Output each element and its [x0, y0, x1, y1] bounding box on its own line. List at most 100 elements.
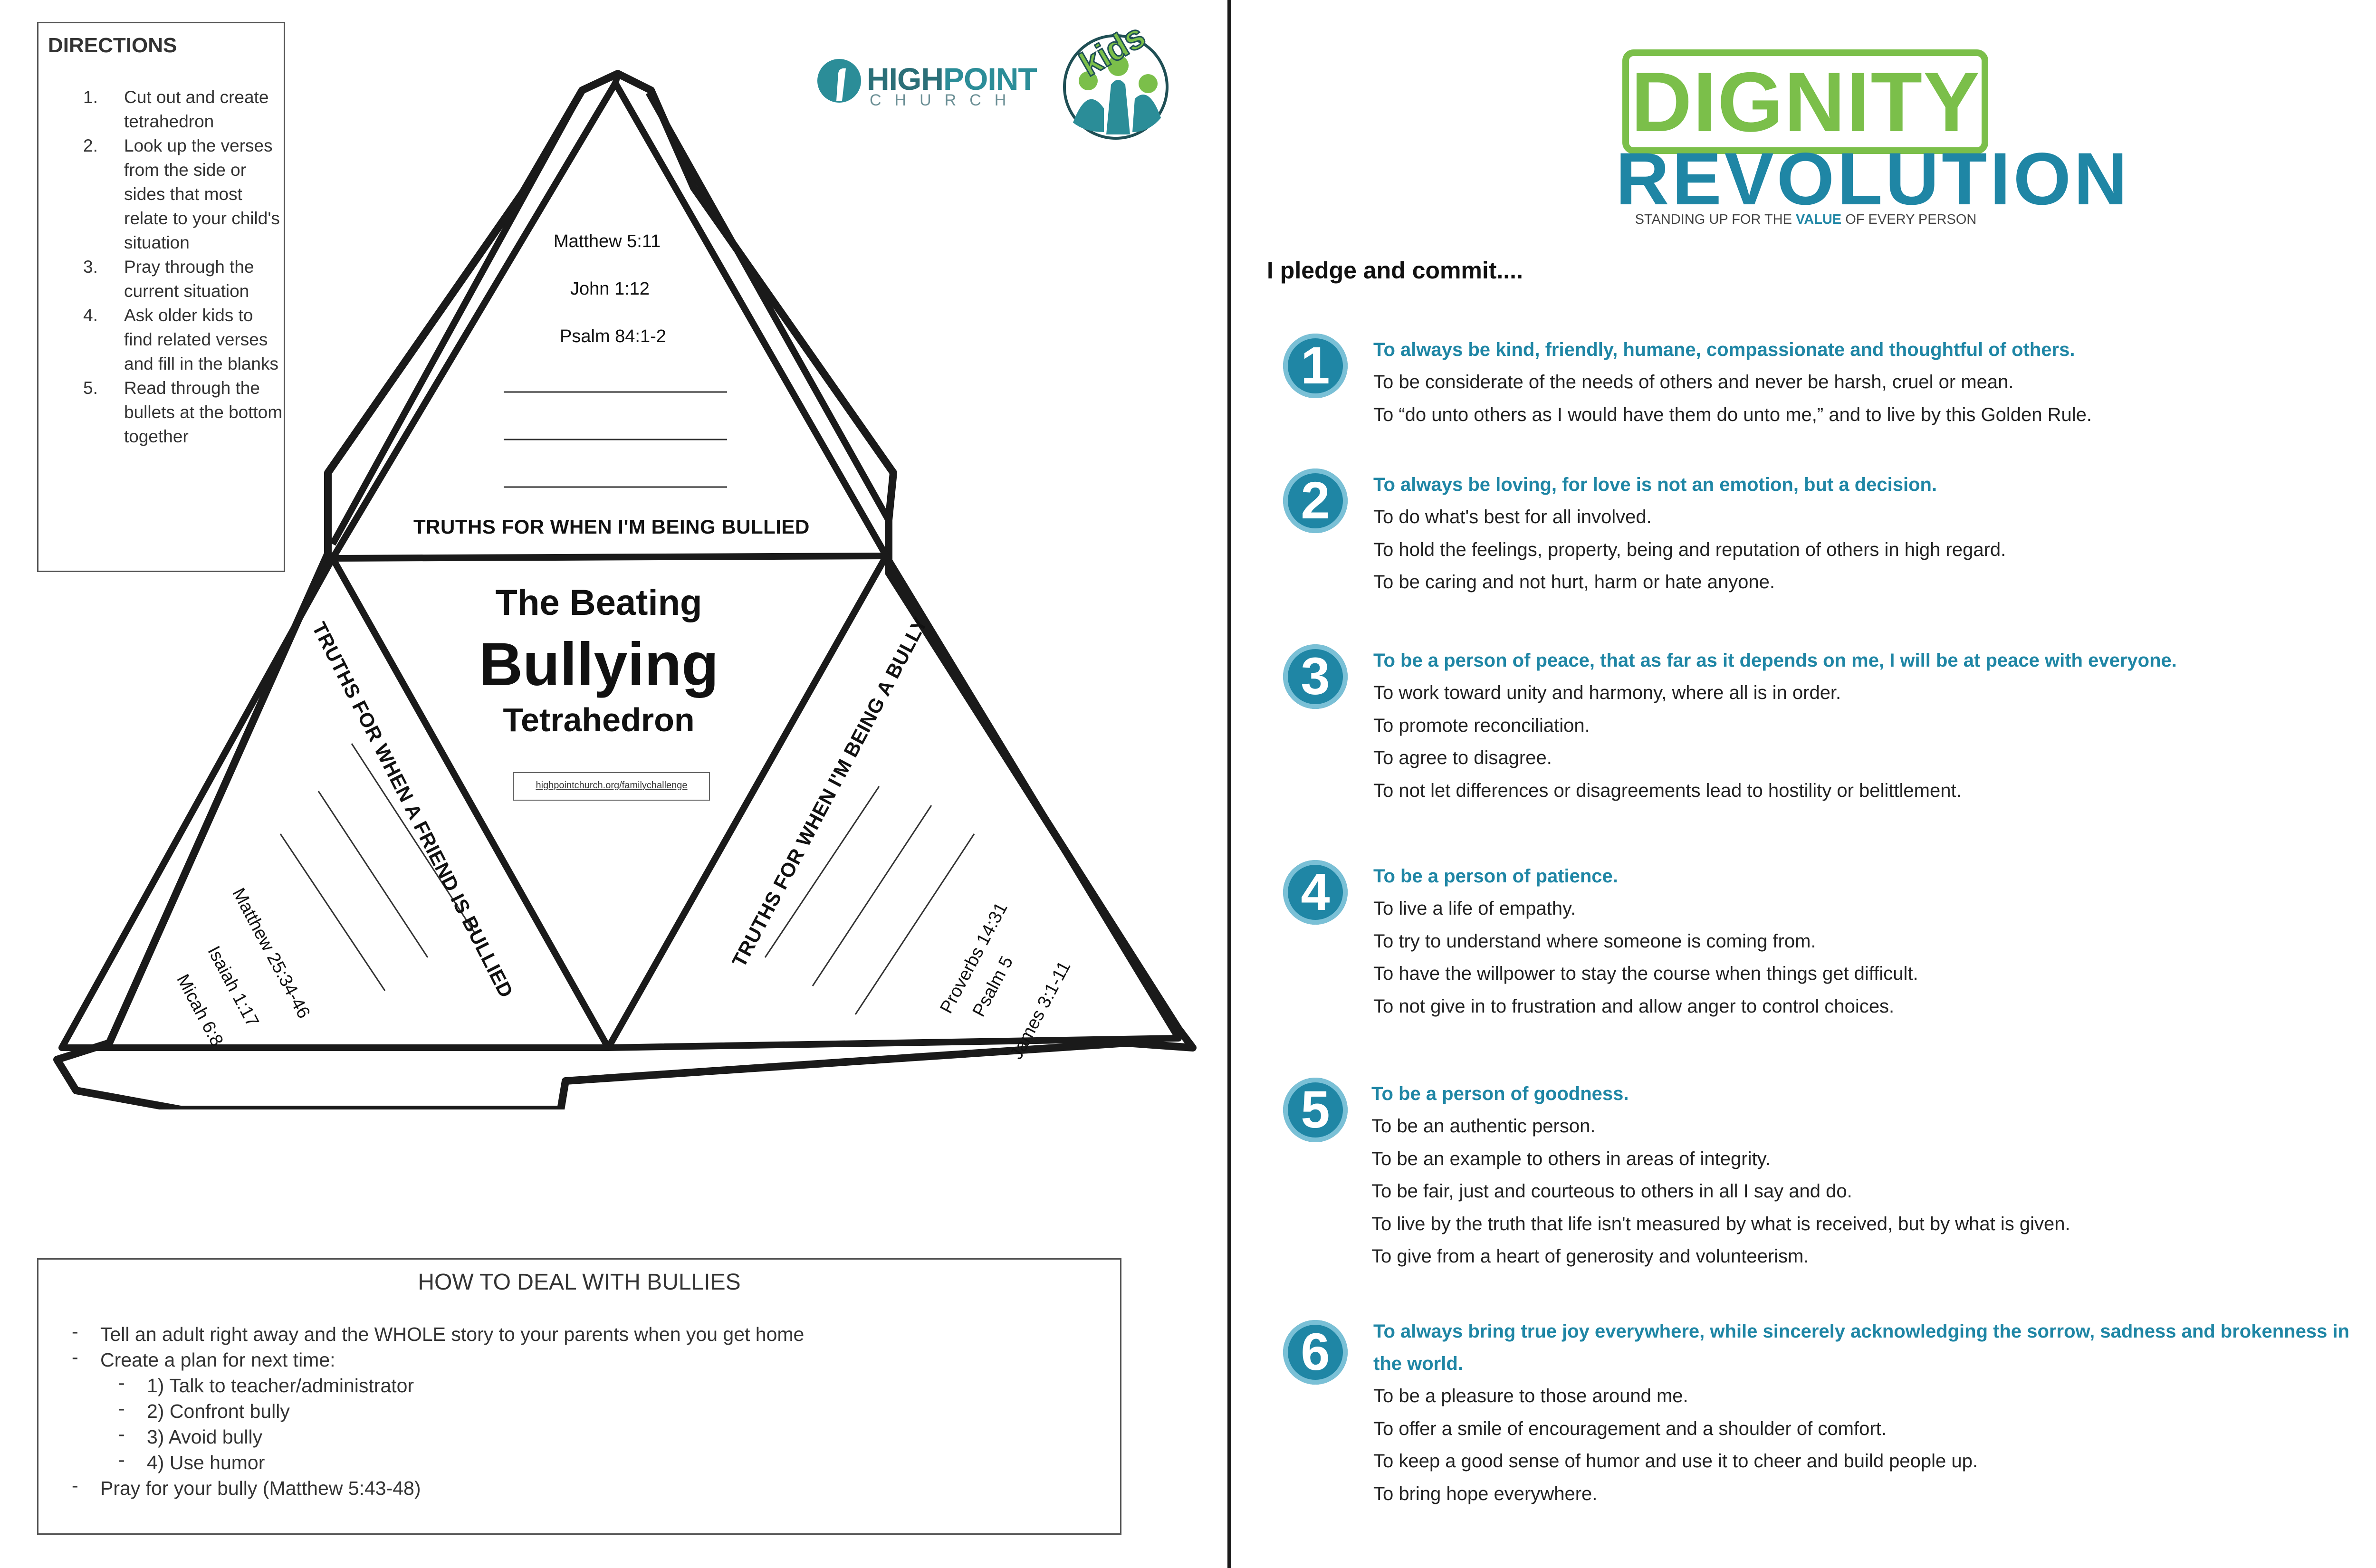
kids-badge-icon: kids — [1063, 16, 1169, 140]
pledge-line: To live a life of empathy. — [1373, 898, 1576, 919]
how-to-deal-title: HOW TO DEAL WITH BULLIES — [418, 1270, 741, 1295]
fold-triangle-top — [329, 80, 890, 562]
how-to-item-text: Create a plan for next time: — [100, 1349, 335, 1371]
pledge-text: To be a person of peace, that as far as … — [1373, 644, 2376, 807]
bullet-dash: - — [118, 1372, 125, 1394]
how-to-item: -Pray for your bully (Matthew 5:43-48) — [72, 1474, 1093, 1501]
pledge-number-badge: 1 — [1283, 334, 1348, 398]
pledge-line: To offer a smile of encouragement and a … — [1373, 1418, 1887, 1439]
pledge-line: To not give in to frustration and allow … — [1373, 995, 1895, 1017]
pledge-line: To promote reconciliation. — [1373, 715, 1590, 736]
kids-logo: kids — [1059, 16, 1173, 142]
how-to-item: -Create a plan for next time: — [72, 1346, 1093, 1373]
blank-line — [279, 833, 386, 991]
bullet-dash: - — [72, 1346, 78, 1368]
pledge-line: To do what's best for all involved. — [1373, 507, 1652, 527]
dignity-tagline: STANDING UP FOR THE VALUE OF EVERY PERSO… — [1616, 212, 1996, 228]
how-to-item-text: 3) Avoid bully — [147, 1426, 263, 1448]
center-title-line3: Tetrahedron — [503, 701, 695, 738]
revolution-word: REVOLUTION — [1616, 138, 2130, 220]
pledge-line: To keep a good sense of humor and use it… — [1373, 1451, 1978, 1472]
pledge-heading-line: To be a person of goodness. — [1371, 1083, 1629, 1104]
pledge-number-badge: 2 — [1283, 468, 1348, 533]
pledge-line: To be an authentic person. — [1371, 1116, 1596, 1137]
directions-item-number: 3. — [83, 257, 98, 277]
speech-bubble-frame — [1622, 49, 1988, 154]
blank-line — [812, 805, 932, 986]
tagline-pre: STANDING UP FOR THE — [1635, 212, 1796, 227]
outer-cut-line — [53, 70, 1197, 1109]
how-to-subitem: - 1) Talk to teacher/administrator — [118, 1372, 1093, 1398]
pledge-line: To hold the feelings, property, being an… — [1373, 539, 2006, 560]
directions-item-text: Ask older kids to find related verses an… — [124, 306, 278, 373]
dignity-revolution-logo: DIGNITY REVOLUTION STANDING UP FOR THE V… — [1616, 44, 2130, 234]
pledge-line: To live by the truth that life isn't mea… — [1371, 1213, 2070, 1234]
directions-item-number: 4. — [83, 306, 98, 325]
pledge-line: To agree to disagree. — [1373, 747, 1552, 768]
how-to-item-text: Pray for your bully (Matthew 5:43-48) — [100, 1477, 421, 1499]
how-to-deal-box: HOW TO DEAL WITH BULLIES -Tell an adult … — [37, 1258, 1121, 1535]
tetrahedron-outline — [53, 70, 1197, 1109]
directions-title: DIRECTIONS — [48, 34, 177, 57]
bullet-dash: - — [118, 1423, 125, 1445]
pledge-line: To “do unto others as I would have them … — [1373, 404, 2092, 425]
directions-item-number: 2. — [83, 136, 98, 155]
directions-item-number: 1. — [83, 87, 98, 107]
bullet-dash: - — [118, 1397, 125, 1419]
tetrahedron-net: Matthew 5:11 John 1:12 Psalm 84:1-2 TRUT… — [48, 64, 1217, 1109]
bullet-dash: - — [72, 1474, 78, 1496]
blank-line — [317, 791, 429, 958]
verse-top-3: Psalm 84:1-2 — [560, 326, 666, 346]
directions-item: 5.Read through the bullets at the bottom… — [83, 376, 283, 449]
center-title-line2: Bullying — [479, 631, 719, 698]
blank-line — [764, 786, 880, 958]
pledge-line: To be considerate of the needs of others… — [1373, 372, 2014, 392]
pledge-line: To bring hope everywhere. — [1373, 1483, 1598, 1504]
how-to-item-text: 4) Use humor — [147, 1452, 265, 1473]
how-to-subitem: -4) Use humor — [118, 1449, 1093, 1475]
pledge-heading: I pledge and commit.... — [1267, 257, 1523, 284]
pledge-line: To not let differences or disagreements … — [1373, 780, 1962, 801]
how-to-item-text: 1) Talk to teacher/administrator — [147, 1375, 414, 1396]
how-to-subitem: -2) Confront bully — [118, 1397, 1093, 1424]
fold-triangle-left — [58, 555, 612, 1051]
pledge-line: To work toward unity and harmony, where … — [1373, 682, 1841, 703]
page-divider — [1227, 0, 1231, 1568]
pledge-heading-line: To be a person of peace, that as far as … — [1373, 650, 2177, 671]
highpoint-mark-icon — [817, 59, 861, 103]
pledge-text: To always bring true joy everywhere, whi… — [1373, 1315, 2371, 1510]
pledge-number-badge: 3 — [1283, 644, 1348, 709]
pledge-heading-line: To always be loving, for love is not an … — [1373, 474, 1937, 495]
pledge-line: To be caring and not hurt, harm or hate … — [1373, 572, 1775, 593]
directions-item-text: Cut out and create tetrahedron — [124, 87, 269, 131]
bullet-dash: - — [72, 1320, 78, 1342]
pledge-number-badge: 5 — [1283, 1078, 1348, 1142]
highpoint-church-logo: HIGHPOINT CHURCH — [817, 56, 1041, 113]
highpoint-name-light: POINT — [943, 61, 1037, 96]
tagline-bold: VALUE — [1796, 212, 1842, 227]
pledge-number-badge: 6 — [1283, 1320, 1348, 1385]
verse-top-2: John 1:12 — [570, 279, 650, 299]
highpoint-church-subtitle: CHURCH — [870, 91, 1020, 109]
pledge-heading-line: To be a person of patience. — [1373, 866, 1618, 887]
blank-line — [351, 743, 476, 934]
fold-line-flap-top — [329, 88, 585, 546]
highpoint-name-dark: HIGH — [867, 61, 944, 96]
directions-item-text: Read through the bullets at the bottom t… — [124, 378, 283, 446]
pledge-text: To always be loving, for love is not an … — [1373, 468, 2376, 599]
truth-top-label: TRUTHS FOR WHEN I'M BEING BULLIED — [413, 516, 810, 538]
how-to-deal-list: -Tell an adult right away and the WHOLE … — [72, 1320, 1093, 1501]
directions-item: 3.Pray through the current situation — [83, 255, 283, 303]
pledge-heading-line: To always bring true joy everywhere, whi… — [1373, 1321, 2349, 1374]
directions-list: 1. Cut out and create tetrahedron 2. Look … — [83, 85, 283, 449]
highpoint-name: HIGHPOINT — [867, 61, 1037, 97]
dignity-word: DIGNITY — [1631, 55, 1981, 149]
directions-item-text: Look up the verses from the side or side… — [124, 136, 280, 252]
pledge-text: To be a person of goodness. To be an aut… — [1371, 1078, 2376, 1273]
directions-item: 2. Look up the verses from the side or si… — [83, 134, 283, 255]
center-title-line1: The Beating — [495, 583, 702, 623]
pledge-line: To be an example to others in areas of i… — [1371, 1148, 1771, 1169]
blank-line — [854, 833, 975, 1015]
directions-item: 1. Cut out and create tetrahedron — [83, 85, 283, 134]
